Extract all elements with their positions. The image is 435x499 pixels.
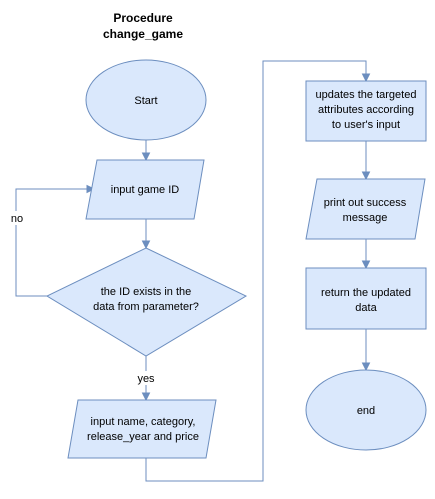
input-fields-node: input name, category, release_year and p… — [67, 399, 217, 459]
input-fields-label-line1: input name, category, — [91, 416, 196, 428]
input-fields-label-line2: release_year and price — [87, 431, 199, 443]
end-label: end — [357, 405, 375, 417]
arrowhead-update-to-print — [361, 171, 371, 181]
procedure-title-line1: Procedure — [113, 11, 173, 25]
decision-diamond — [45, 247, 248, 357]
yes-label-bg — [133, 371, 159, 385]
no-label-bg — [8, 211, 26, 225]
arrowhead-input-id-to-decision — [141, 240, 151, 250]
print-label-line1: print out success — [324, 197, 407, 209]
print-label-line2: message — [343, 212, 388, 224]
decision-label-line1: the ID exists in the — [101, 286, 192, 298]
input-game-id-label: input game ID — [111, 184, 180, 196]
print-parallelogram — [305, 178, 426, 240]
arrowhead-print-to-return — [361, 260, 371, 270]
edge-no-loop — [15, 188, 88, 297]
update-rectangle — [305, 80, 427, 142]
arrowhead-no-loop — [86, 184, 96, 194]
arrowhead-start-to-input-id — [141, 152, 151, 162]
input-game-id-node: input game ID — [85, 159, 205, 220]
input-game-id-parallelogram — [85, 159, 205, 220]
start-node: Start — [85, 59, 207, 141]
update-node: updates the targeted attributes accordin… — [305, 80, 427, 142]
return-label-line2: data — [355, 302, 377, 314]
connectors — [15, 60, 371, 482]
end-node: end — [305, 369, 427, 451]
start-ellipse — [85, 59, 207, 141]
procedure-title-line2: change_game — [103, 27, 183, 41]
update-label-line1: updates the targeted — [316, 89, 417, 101]
start-label: Start — [134, 95, 157, 107]
edge-input-fields-to-update — [145, 60, 367, 482]
return-label-line1: return the updated — [321, 287, 411, 299]
return-node: return the updated data — [305, 267, 427, 330]
input-fields-parallelogram — [67, 399, 217, 459]
decision-label-line2: data from parameter? — [93, 301, 199, 313]
end-ellipse — [305, 369, 427, 451]
decision-node: the ID exists in the data from parameter… — [45, 247, 248, 357]
arrowhead-decision-to-input-fields — [141, 392, 151, 402]
print-node: print out success message — [305, 178, 426, 240]
arrowhead-return-to-end — [361, 362, 371, 372]
return-rectangle — [305, 267, 427, 330]
update-label-line3: to user's input — [332, 119, 400, 131]
edge-label-no: no — [11, 213, 23, 225]
edge-label-yes: yes — [137, 373, 155, 385]
arrowhead-input-fields-to-update — [361, 73, 371, 83]
update-label-line2: attributes according — [318, 104, 414, 116]
